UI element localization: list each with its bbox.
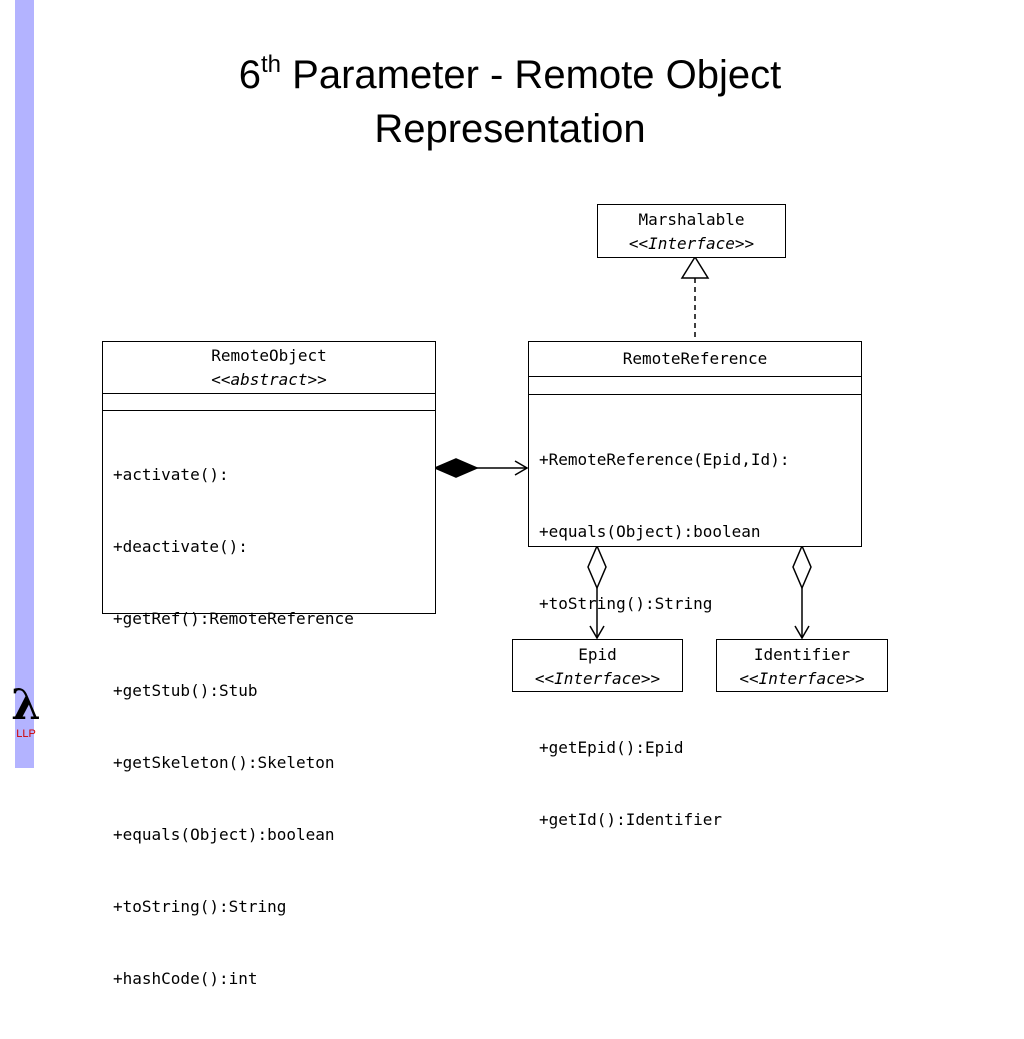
class-stereotype: <<Interface>> (534, 669, 661, 688)
epid-class-box: Epid <<Interface>> (512, 639, 683, 692)
operation: +deactivate(): (113, 537, 248, 556)
aggregation-link-identifier (792, 544, 812, 640)
remote-reference-class-box: RemoteReference +RemoteReference(Epid,Id… (528, 341, 862, 829)
realization-link (680, 255, 710, 340)
class-name: Marshalable (638, 210, 745, 229)
title-superscript: th (261, 51, 282, 78)
operations-compartment: +RemoteReference(Epid,Id): +equals(Objec… (529, 394, 861, 880)
operation: +getStub():Stub (113, 681, 258, 700)
attributes-compartment (529, 376, 861, 394)
operations-compartment: +activate(): +deactivate(): +getRef():Re… (103, 410, 435, 1039)
llp-logo: λ LLP (8, 680, 44, 741)
class-name: Epid (578, 645, 617, 664)
class-name: RemoteReference (622, 349, 768, 368)
class-name: Identifier (753, 645, 851, 664)
operation: +getSkeleton():Skeleton (113, 753, 335, 772)
class-stereotype: <<Interface>> (739, 669, 865, 688)
title-line-1-text: Parameter - Remote Object (281, 53, 782, 97)
class-stereotype: <<abstract>> (211, 370, 327, 389)
logo-text: LLP (16, 728, 36, 740)
side-accent-bar (15, 0, 34, 768)
operation: +hashCode():int (113, 969, 258, 988)
class-stereotype: <<Interface>> (628, 234, 755, 253)
remote-object-class-box: RemoteObject <<abstract>> +activate(): +… (102, 341, 436, 988)
operation: +RemoteReference(Epid,Id): (539, 450, 790, 469)
lambda-logo-icon: λ (11, 680, 41, 729)
identifier-class-box: Identifier <<Interface>> (716, 639, 888, 692)
operation: +equals(Object):boolean (539, 522, 761, 541)
title-line-2: Representation (374, 107, 646, 151)
attributes-compartment (103, 393, 435, 410)
operation: +getId():Identifier (539, 810, 723, 829)
title-number: 6 (238, 53, 262, 97)
operation: +activate(): (113, 465, 229, 484)
class-header: RemoteObject <<abstract>> (103, 342, 435, 393)
uml-connectors (433, 255, 812, 640)
class-name: RemoteObject (211, 346, 327, 365)
operation: +getRef():RemoteReference (113, 609, 354, 628)
aggregation-link-epid (587, 544, 607, 640)
class-header: RemoteReference (529, 342, 861, 376)
operation: +equals(Object):boolean (113, 825, 335, 844)
composition-link (433, 458, 529, 478)
slide-title: 6th Parameter - Remote Object Representa… (110, 48, 910, 156)
title-line-1: 6th Parameter - Remote Object (110, 48, 910, 102)
operation: +toString():String (113, 897, 287, 916)
operation: +toString():String (539, 594, 713, 613)
marshalable-class-box: Marshalable <<Interface>> (597, 204, 786, 258)
operation: +getEpid():Epid (539, 738, 684, 757)
